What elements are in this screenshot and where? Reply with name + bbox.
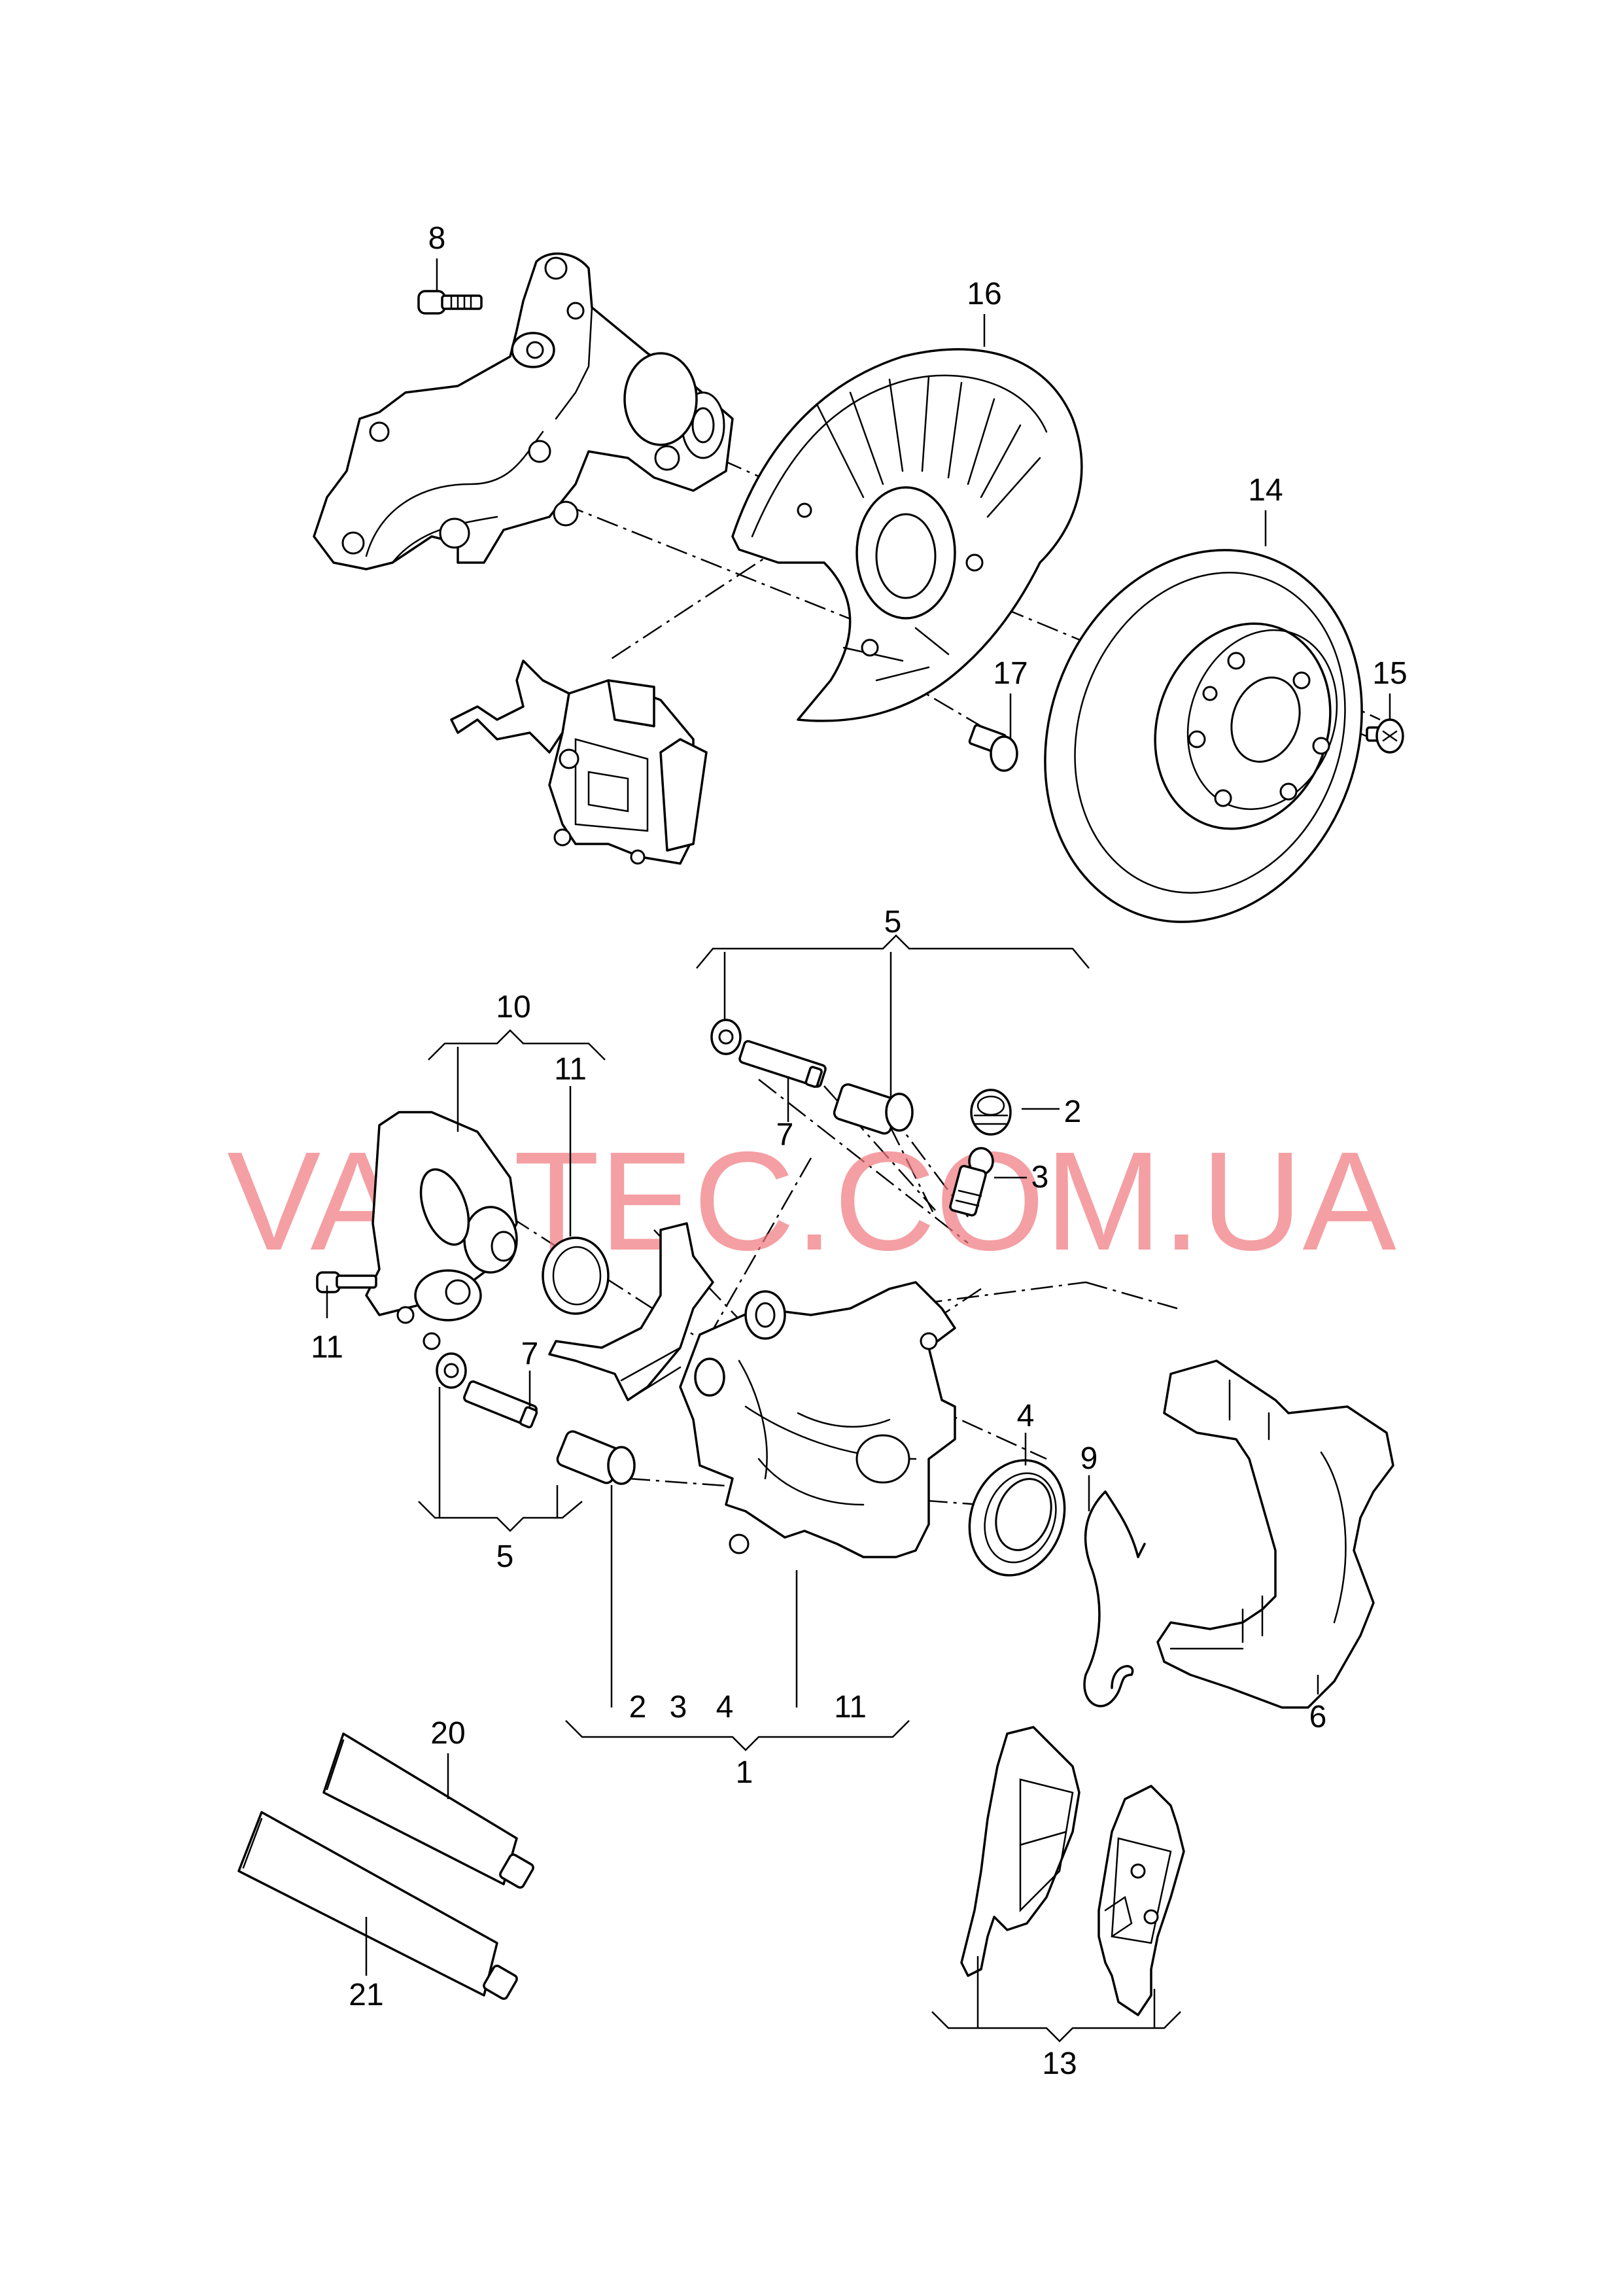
- callout-9: 9: [1080, 1441, 1098, 1476]
- callout-labels: 8 16 14 15 17 5 10 11 7 2 3 11 7 5 4 9 6…: [311, 221, 1408, 2081]
- brake-disc-14: [1044, 549, 1363, 923]
- callout-5-bottom: 5: [496, 1539, 514, 1574]
- callout-8: 8: [428, 221, 446, 256]
- brake-caliper-1: [679, 1281, 956, 1558]
- grease-tube-20: [322, 1732, 534, 1889]
- callout-1-group-11: 11: [834, 1690, 867, 1725]
- brake-pad-right: [1097, 1785, 1185, 2016]
- o-ring-11-inner: [552, 1246, 602, 1306]
- callout-16: 16: [967, 277, 1001, 311]
- callout-15: 15: [1372, 656, 1407, 691]
- spring-clip-9: [1083, 1490, 1146, 1708]
- splash-shield-16: [731, 348, 1083, 722]
- callout-1-group-3: 3: [670, 1690, 687, 1725]
- piston-seal-4: [968, 1459, 1066, 1577]
- callout-17: 17: [993, 656, 1028, 691]
- callout-21: 21: [349, 1978, 383, 2012]
- caliper-assembly-top: [450, 659, 708, 865]
- callout-6: 6: [1309, 1700, 1327, 1734]
- screw-15: [1366, 718, 1404, 754]
- callout-14: 14: [1248, 473, 1283, 508]
- guide-bolt-set-bottom: [436, 1352, 636, 1485]
- bolt-11: [316, 1271, 377, 1293]
- callout-11-bolt: 11: [311, 1330, 343, 1365]
- bolt-17: [968, 724, 1018, 772]
- dust-cap-2: [970, 1089, 1012, 1136]
- callout-7-top: 7: [776, 1117, 794, 1152]
- grease-tube-21: [237, 1811, 518, 2000]
- bolt-8: [417, 290, 483, 315]
- callout-4: 4: [1017, 1399, 1035, 1433]
- callout-1: 1: [736, 1755, 753, 1790]
- wheel-bearing-housing: [313, 253, 734, 570]
- callout-3: 3: [1031, 1160, 1049, 1195]
- brake-carrier-6: [1156, 1359, 1394, 1709]
- leader-lines: [326, 258, 1391, 2042]
- callout-20: 20: [430, 1716, 465, 1751]
- callout-13: 13: [1042, 2046, 1077, 2081]
- guide-bolt-set-top: [710, 1019, 914, 1135]
- parking-brake-motor-10: [365, 1111, 518, 1350]
- callout-11-ring: 11: [554, 1052, 587, 1087]
- bleeder-valve-3: [949, 1147, 994, 1217]
- callout-7-bottom: 7: [521, 1337, 539, 1371]
- brake-pad-left: [960, 1726, 1080, 1977]
- callout-5-top: 5: [884, 905, 902, 939]
- callout-1-group-2: 2: [629, 1690, 647, 1725]
- caliper-bracket-plate: [548, 1222, 714, 1401]
- callout-10: 10: [496, 990, 530, 1025]
- callout-1-group-4: 4: [716, 1690, 734, 1725]
- callout-2: 2: [1064, 1095, 1082, 1129]
